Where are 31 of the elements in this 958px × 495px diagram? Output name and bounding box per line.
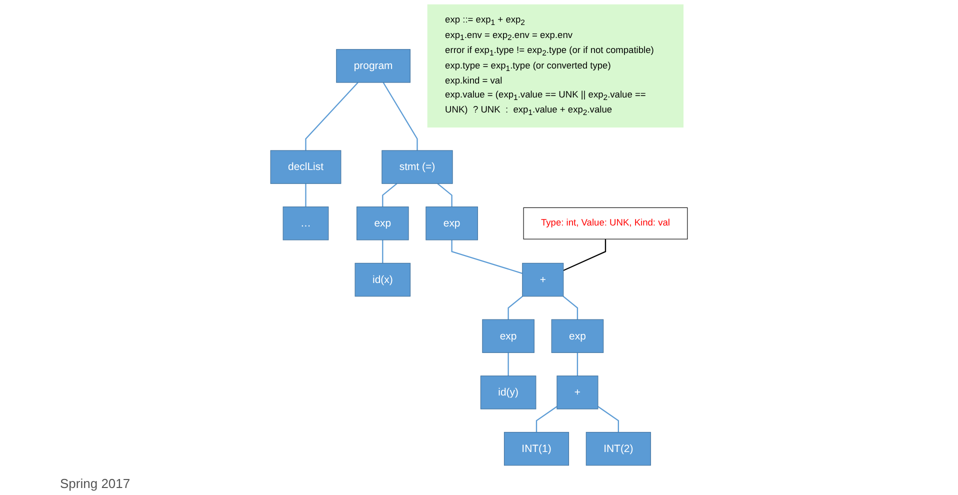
- node-box: +: [556, 376, 598, 410]
- connector: [382, 183, 398, 207]
- node-box: INT(2): [586, 432, 651, 466]
- node-box: INT(1): [504, 432, 570, 466]
- connector: [305, 184, 306, 207]
- connector: [508, 296, 523, 320]
- node-box: declList: [270, 150, 342, 184]
- node-box: program: [336, 49, 410, 83]
- node-box: id(x): [354, 262, 411, 297]
- node-box: exp: [426, 206, 478, 240]
- connector: [305, 82, 358, 150]
- node-box: exp: [356, 206, 409, 240]
- connector: [508, 352, 509, 376]
- node-box: …: [282, 206, 329, 240]
- node-box: stmt (=): [382, 150, 453, 184]
- node-box: id(y): [480, 376, 536, 410]
- node-box: +: [522, 262, 564, 297]
- connector: [382, 82, 418, 150]
- connector: [563, 239, 606, 272]
- node-box: exp: [482, 319, 534, 353]
- node-box: exp: [551, 319, 604, 353]
- connector: [437, 183, 452, 207]
- connector: [598, 406, 619, 432]
- node-box: Type: int, Value: UNK, Kind: val: [523, 207, 688, 240]
- footer-note: Spring 2017: [60, 476, 130, 491]
- connector: [562, 296, 578, 320]
- node-box: exp ::= exp$_{1}$ + exp$_{2}$ exp$_{1}$.env = exp$_{2}$.env = exp.env error if exp$_{1}$.type != exp$_{2}$.type (or if not compatible) exp.type = exp$_{1}$.type (or converted type) exp.kind = val exp.value = (exp$_{1}$.value == UNK || exp$_{2}$.value == UNK) ? UNK : exp$_{1}$.value + exp$_{2}$.value: [427, 4, 684, 128]
- connector: [451, 240, 523, 274]
- connector: [536, 406, 558, 432]
- connector: [382, 240, 384, 264]
- connector: [576, 352, 578, 376]
